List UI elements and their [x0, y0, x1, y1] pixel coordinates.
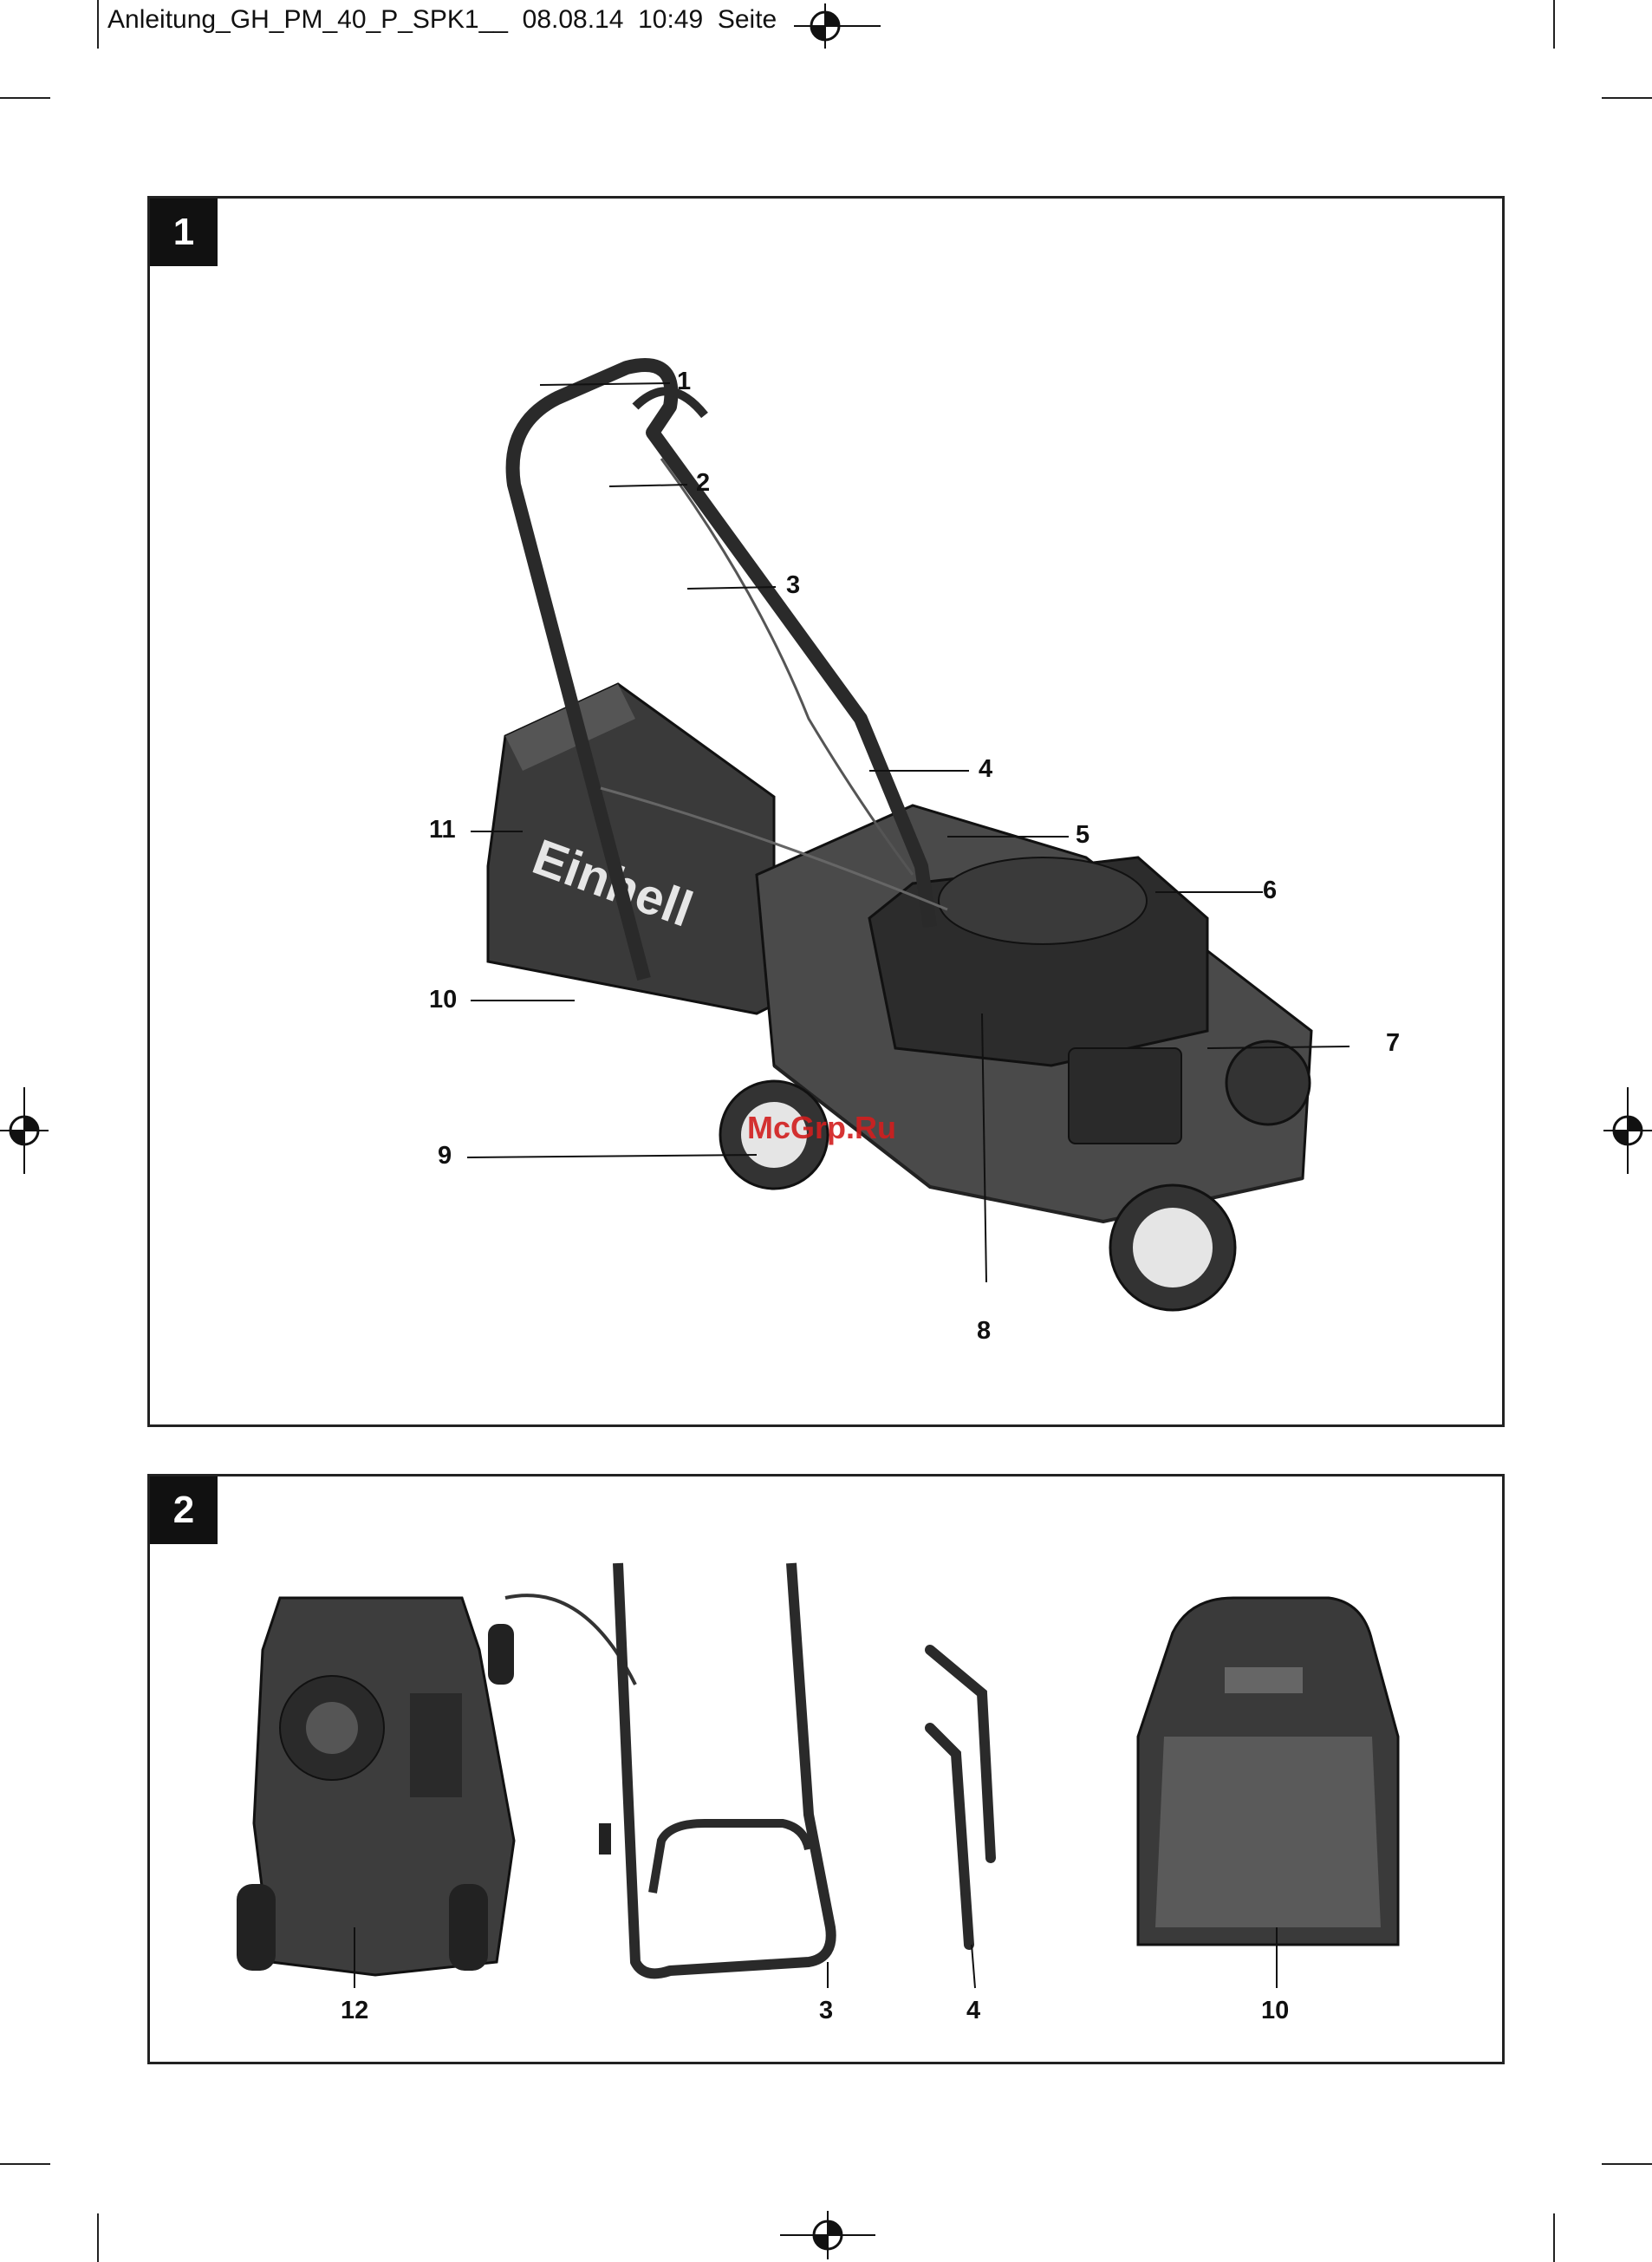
callout-11: 11	[429, 816, 456, 844]
crop-mark-top-left-v	[97, 0, 99, 49]
parts-illustration	[150, 1476, 1502, 2062]
callout-4: 4	[979, 755, 992, 784]
watermark-text: McGrp.Ru	[747, 1110, 896, 1146]
callout-9: 9	[438, 1142, 452, 1170]
print-slug-header: Anleitung_GH_PM_40_P_SPK1__ 08.08.14 10:…	[107, 5, 777, 35]
registration-mark-icon	[1603, 1087, 1652, 1174]
crop-mark-bottom-left-h	[0, 2163, 50, 2165]
callout-10: 10	[429, 986, 457, 1014]
lawn-mower-illustration: Einhell	[150, 199, 1502, 1424]
callout-2: 2	[696, 469, 710, 498]
callout-3: 3	[786, 571, 800, 600]
crop-mark-top-right-v	[1553, 0, 1555, 49]
registration-mark-icon	[794, 3, 881, 49]
callout-1: 1	[677, 368, 691, 396]
registration-mark-icon	[780, 2211, 875, 2259]
callout-7: 7	[1386, 1029, 1400, 1058]
callout-10: 10	[1261, 1997, 1289, 2025]
crop-mark-bottom-right-v	[1553, 2213, 1555, 2262]
crop-mark-top-left-h	[0, 97, 50, 99]
callout-4: 4	[966, 1997, 980, 2025]
figure-1-panel: 1 Einhell	[147, 196, 1505, 1427]
lower-handle-part	[618, 1563, 831, 1973]
crop-mark-top-right-h	[1602, 97, 1652, 99]
crop-mark-bottom-right-h	[1602, 2163, 1652, 2165]
crop-mark-bottom-left-v	[97, 2213, 99, 2262]
callout-12: 12	[341, 1997, 368, 2025]
callout-8: 8	[977, 1317, 991, 1346]
figure-2-panel: 2 12 3 4 10	[147, 1474, 1505, 2064]
callout-3: 3	[819, 1997, 833, 2025]
callout-6: 6	[1263, 877, 1277, 905]
callout-5: 5	[1076, 821, 1089, 850]
registration-mark-icon	[0, 1087, 49, 1174]
